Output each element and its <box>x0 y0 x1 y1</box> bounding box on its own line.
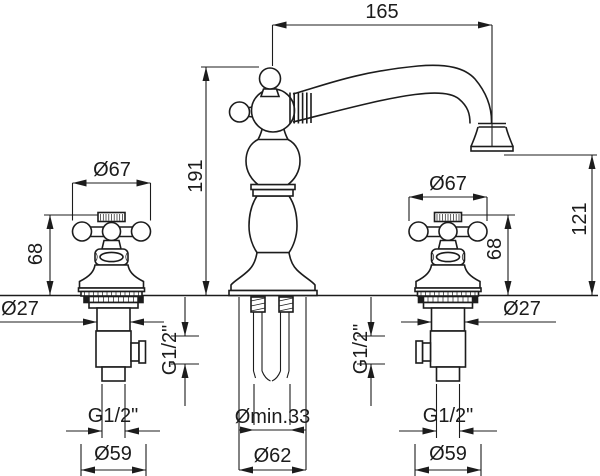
dim-right-handle-diameter-label: Ø67 <box>429 173 467 195</box>
dim-min-hole-label: Ømin.33 <box>235 406 311 428</box>
dim-right-handle-height-label: 68 <box>484 238 506 260</box>
left-handle <box>71 211 152 297</box>
dim-left-handle-diameter: Ø67 <box>71 159 152 221</box>
dim-min-hole: Ømin.33 <box>235 297 311 470</box>
dim-right-side-inlet: G1/2" <box>350 297 385 406</box>
left-valve-body <box>83 295 147 382</box>
supply-risers <box>250 296 294 382</box>
dim-right-base-label: Ø59 <box>429 443 467 465</box>
dim-total-height-label: 191 <box>185 159 207 192</box>
dim-spout-reach: 165 <box>271 1 493 146</box>
dim-right-base: Ø59 <box>414 443 482 476</box>
dim-left-handle-height-label: 68 <box>25 243 47 265</box>
right-handle <box>408 211 488 297</box>
dim-left-shank-diameter-label: Ø27 <box>1 298 39 320</box>
dim-right-bottom-inlet-label: G1/2" <box>423 405 473 427</box>
dim-left-bottom-inlet: G1/2" <box>66 384 160 438</box>
dim-center-base-label: Ø62 <box>254 445 292 467</box>
dim-left-side-inlet-label: G1/2" <box>159 325 181 375</box>
dim-right-side-inlet-label: G1/2" <box>350 324 372 374</box>
spout <box>289 64 514 152</box>
dim-spout-reach-label: 165 <box>365 1 398 23</box>
dim-spout-outlet-height: 121 <box>504 154 597 295</box>
dim-left-base-label: Ø59 <box>94 443 132 465</box>
dim-left-side-inlet: G1/2" <box>159 297 199 406</box>
dim-right-handle-diameter: Ø67 <box>408 173 488 221</box>
dim-right-handle-height: 68 <box>462 214 515 295</box>
dim-left-shank-diameter: Ø27 <box>0 298 164 326</box>
dim-spout-outlet-height-label: 121 <box>569 202 591 235</box>
dim-left-handle-diameter-label: Ø67 <box>93 159 131 181</box>
dim-right-shank-diameter: Ø27 <box>401 298 556 326</box>
dim-right-shank-diameter-label: Ø27 <box>503 298 541 320</box>
right-valve-body <box>415 295 479 382</box>
spout-outlet-rim <box>470 145 514 152</box>
faucet-body <box>228 67 318 297</box>
dim-left-bottom-inlet-label: G1/2" <box>88 405 138 427</box>
dim-center-base: Ø62 <box>239 445 306 474</box>
dim-total-height: 191 <box>185 66 259 295</box>
dim-right-bottom-inlet: G1/2" <box>399 384 497 438</box>
dim-left-handle-height: 68 <box>25 214 98 295</box>
dim-left-base: Ø59 <box>80 443 147 476</box>
